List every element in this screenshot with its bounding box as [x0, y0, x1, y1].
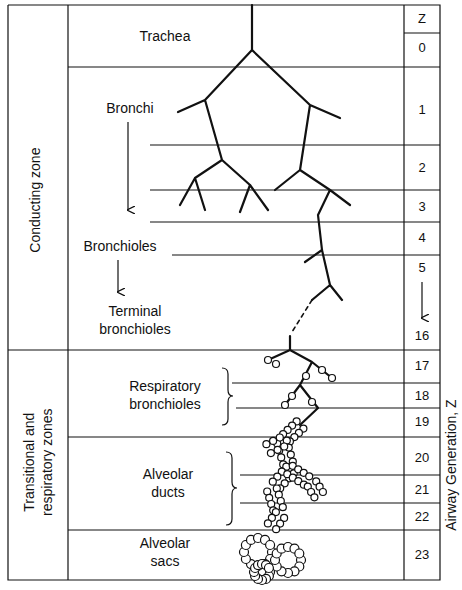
- generation-number: 4: [418, 230, 425, 247]
- alveolus: [273, 526, 280, 533]
- alveolus: [264, 564, 273, 573]
- alveolus: [289, 393, 296, 400]
- alveolus: [295, 549, 304, 558]
- airway-name: Trachea: [140, 27, 191, 45]
- airway-name: Bronchi: [106, 99, 153, 117]
- generation-number: 20: [415, 450, 429, 467]
- generation-number: 2: [418, 160, 425, 177]
- generation-number: 5: [418, 260, 425, 277]
- alveolus: [329, 375, 336, 382]
- alveolus: [265, 357, 272, 364]
- airway-name: Terminal bronchioles: [85, 302, 185, 338]
- generation-number: 16: [415, 328, 429, 345]
- generation-number: 21: [415, 482, 429, 499]
- alveolus: [282, 402, 289, 409]
- generation-number: 1: [418, 102, 425, 119]
- generation-number: 22: [415, 509, 429, 526]
- generation-number: 3: [418, 199, 425, 216]
- alveolus: [281, 443, 288, 450]
- generation-number: 23: [415, 547, 429, 564]
- alveolus: [263, 441, 270, 448]
- alveolus: [311, 494, 318, 501]
- column-header: Z: [418, 11, 426, 28]
- zone-label: Conducting zone: [27, 147, 45, 252]
- alveolus: [276, 434, 283, 441]
- generation-number: 19: [415, 414, 429, 431]
- zone-label: Transitional and respiratory zones: [20, 392, 56, 532]
- alveolus: [306, 473, 313, 480]
- alveolus: [278, 454, 285, 461]
- alveolus: [273, 361, 280, 368]
- zone-label: Airway Generation, Z: [442, 399, 460, 531]
- alveolus: [303, 373, 310, 380]
- airway-name: Alveolar ducts: [128, 465, 208, 501]
- generation-number: 18: [415, 388, 429, 405]
- alveolus: [287, 451, 294, 458]
- alveolus: [269, 478, 276, 485]
- alveolus: [266, 541, 275, 550]
- alveolus: [319, 489, 326, 496]
- alveolus: [267, 450, 274, 457]
- alveolus: [270, 437, 277, 444]
- alveolus: [264, 520, 271, 527]
- airway-name: Respiratory bronchioles: [110, 377, 220, 413]
- alveolus: [279, 504, 286, 511]
- generation-number: 0: [418, 40, 425, 57]
- airway-name: Alveolar sacs: [125, 534, 205, 570]
- alveolus: [309, 399, 316, 406]
- alveolus: [319, 367, 326, 374]
- generation-number: 17: [415, 358, 429, 375]
- alveolus: [274, 446, 281, 453]
- airway-name: Bronchioles: [83, 237, 156, 255]
